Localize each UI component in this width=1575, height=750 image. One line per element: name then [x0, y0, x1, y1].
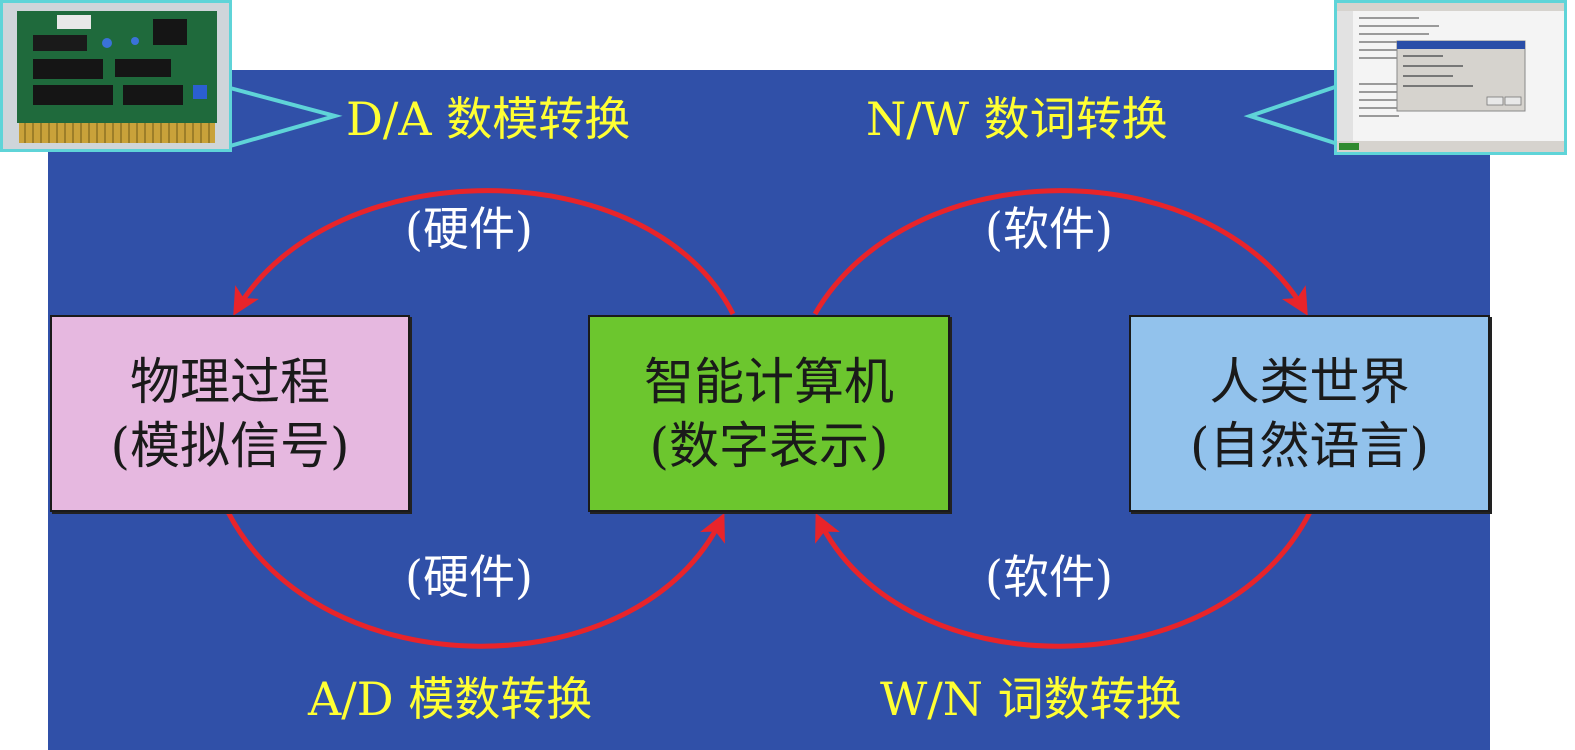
node-intelligent-computer-title: 智能计算机	[644, 352, 894, 411]
node-physical-process-subtitle: (模拟信号)	[110, 416, 350, 475]
node-human-world-title: 人类世界	[1209, 352, 1410, 411]
label-software-top: (软件)	[985, 202, 1113, 256]
node-intelligent-computer: 智能计算机 (数字表示)	[588, 315, 950, 512]
software-window-image	[1334, 0, 1567, 155]
circuit-board-icon	[3, 3, 229, 149]
node-physical-process: 物理过程 (模拟信号)	[50, 315, 410, 512]
callout-tail-right	[1243, 83, 1340, 147]
node-human-world-subtitle: (自然语言)	[1189, 416, 1429, 475]
node-intelligent-computer-subtitle: (数字表示)	[649, 416, 889, 475]
circuit-board-image	[0, 0, 232, 152]
label-nw-conversion: N/W 数词转换	[866, 92, 1168, 146]
node-human-world: 人类世界 (自然语言)	[1129, 315, 1490, 512]
label-wn-conversion: W/N 词数转换	[880, 672, 1182, 726]
software-window-icon	[1337, 3, 1564, 152]
label-da-conversion: D/A 数模转换	[346, 92, 631, 146]
label-hardware-top: (硬件)	[405, 202, 533, 256]
label-hardware-bottom: (硬件)	[405, 550, 533, 604]
label-software-bottom: (软件)	[985, 550, 1113, 604]
node-physical-process-title: 物理过程	[130, 352, 330, 411]
label-ad-conversion: A/D 模数转换	[308, 672, 593, 726]
callout-tail-left	[228, 85, 343, 149]
